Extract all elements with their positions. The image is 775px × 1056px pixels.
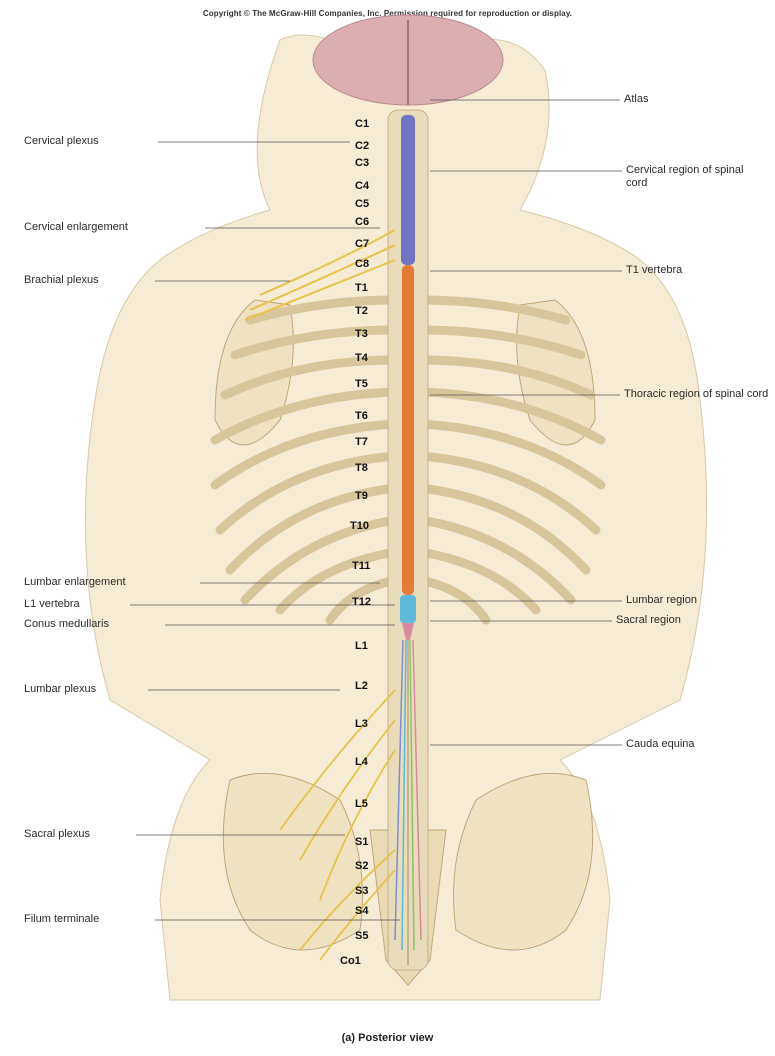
label-sacral-plexus: Sacral plexus	[24, 828, 90, 841]
segment-label-t11: T11	[352, 560, 370, 572]
lumbar-cord	[400, 595, 416, 623]
segment-label-t8: T8	[355, 462, 368, 474]
segment-label-t3: T3	[355, 328, 368, 340]
segment-label-l2: L2	[355, 680, 368, 692]
segment-label-s2: S2	[355, 860, 368, 872]
label-lumbar-enlargement: Lumbar enlargement	[24, 576, 126, 589]
segment-label-l4: L4	[355, 756, 368, 768]
segment-label-c6: C6	[355, 216, 369, 228]
label-cervical-region: Cervical region of spinal cord	[626, 164, 766, 190]
segment-label-t9: T9	[355, 490, 368, 502]
label-t1-vertebra: T1 vertebra	[626, 264, 682, 277]
label-atlas: Atlas	[624, 93, 648, 106]
segment-label-s1: S1	[355, 836, 368, 848]
label-cervical-plexus: Cervical plexus	[24, 135, 99, 148]
segment-label-t1: T1	[355, 282, 368, 294]
label-filum-terminale: Filum terminale	[24, 913, 99, 926]
label-sacral-region: Sacral region	[616, 614, 681, 627]
segment-label-c1: C1	[355, 118, 369, 130]
label-thoracic-region: Thoracic region of spinal cord	[624, 388, 769, 401]
segment-label-t2: T2	[355, 305, 368, 317]
segment-label-t4: T4	[355, 352, 368, 364]
segment-label-c2: C2	[355, 140, 369, 152]
figure-caption: (a) Posterior view	[0, 1032, 775, 1044]
label-conus-medullaris: Conus medullaris	[24, 618, 109, 631]
segment-label-t12: T12	[352, 596, 371, 608]
segment-label-co1: Co1	[340, 955, 361, 967]
segment-label-c5: C5	[355, 198, 369, 210]
segment-label-c7: C7	[355, 238, 369, 250]
segment-label-t5: T5	[355, 378, 368, 390]
segment-label-l5: L5	[355, 798, 368, 810]
label-lumbar-plexus: Lumbar plexus	[24, 683, 96, 696]
segment-label-s4: S4	[355, 905, 368, 917]
segment-label-s5: S5	[355, 930, 368, 942]
label-cauda-equina: Cauda equina	[626, 738, 695, 751]
segment-label-s3: S3	[355, 885, 368, 897]
segment-label-c4: C4	[355, 180, 369, 192]
segment-label-t10: T10	[350, 520, 369, 532]
label-l1-vertebra: L1 vertebra	[24, 598, 80, 611]
label-cervical-enlargement: Cervical enlargement	[24, 221, 128, 234]
segment-label-c8: C8	[355, 258, 369, 270]
segment-label-l1: L1	[355, 640, 368, 652]
label-lumbar-region: Lumbar region	[626, 594, 697, 607]
segment-label-t7: T7	[355, 436, 368, 448]
label-brachial-plexus: Brachial plexus	[24, 274, 99, 287]
cervical-cord	[401, 115, 415, 265]
segment-label-c3: C3	[355, 157, 369, 169]
thoracic-cord	[402, 265, 414, 595]
segment-label-t6: T6	[355, 410, 368, 422]
segment-label-l3: L3	[355, 718, 368, 730]
